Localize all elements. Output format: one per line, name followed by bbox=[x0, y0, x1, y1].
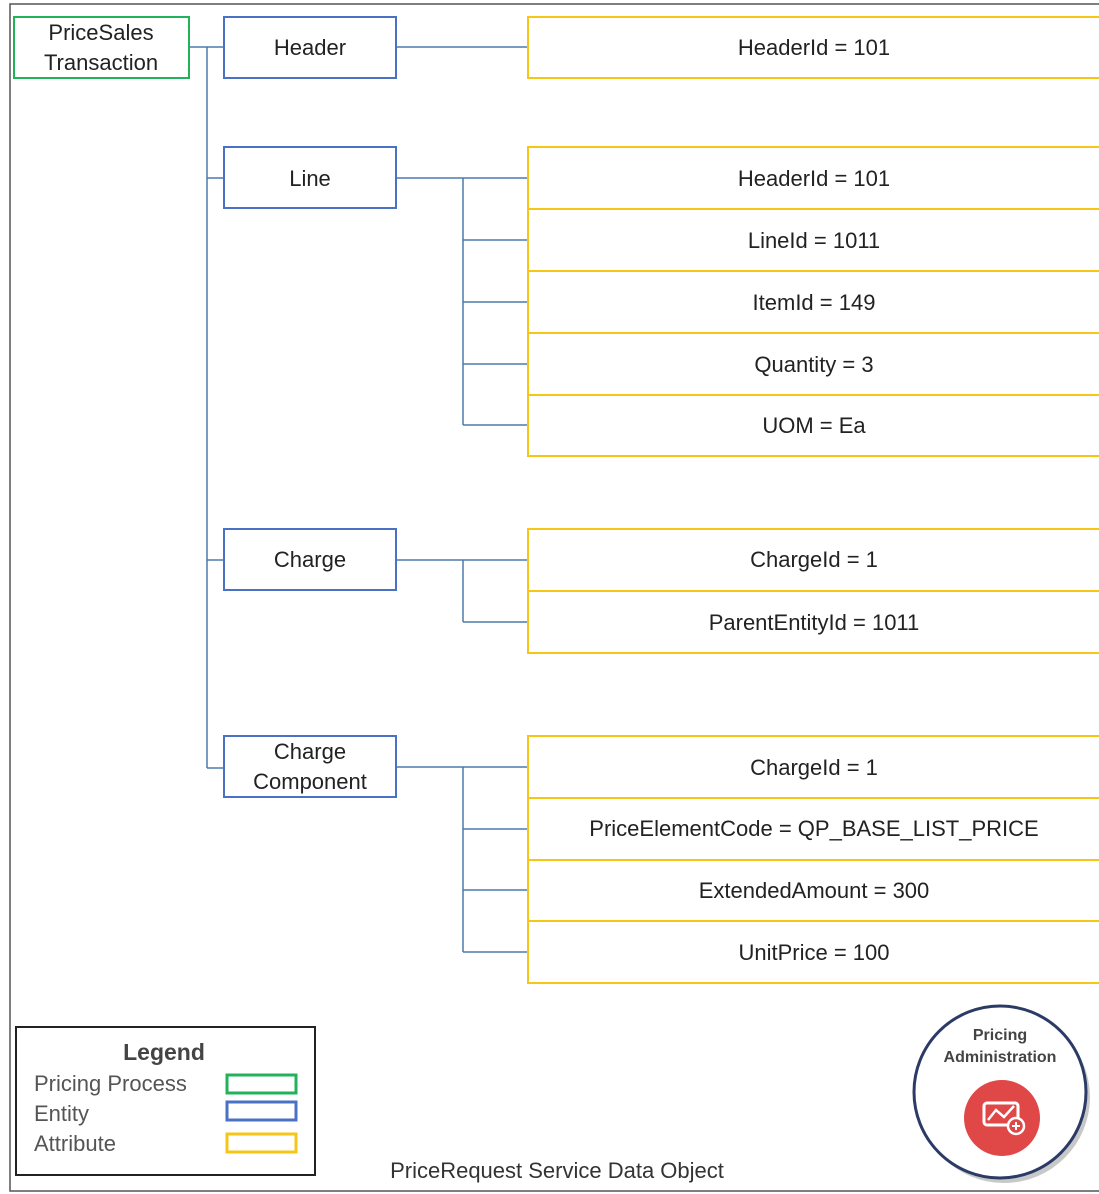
entity-box-charge: Charge bbox=[223, 528, 397, 591]
attribute-group-charge: ChargeId = 1 ParentEntityId = 1011 bbox=[527, 528, 1099, 654]
attribute-label: HeaderId = 101 bbox=[738, 35, 890, 60]
attribute-box bbox=[527, 208, 1099, 272]
legend-title: Legend bbox=[123, 1039, 205, 1065]
attribute-label: ExtendedAmount = 300 bbox=[699, 878, 930, 903]
attribute-label: PriceElementCode = QP_BASE_LIST_PRICE bbox=[589, 816, 1038, 841]
attribute-label: ParentEntityId = 1011 bbox=[709, 610, 920, 635]
entity-label-charge-component-line-2: Component bbox=[253, 769, 367, 794]
attribute-box bbox=[527, 797, 1099, 861]
attribute-label: ChargeId = 1 bbox=[750, 547, 878, 572]
entity-box-header: Header bbox=[223, 16, 397, 79]
legend-label-attribute: Attribute bbox=[34, 1131, 116, 1156]
attribute-box bbox=[527, 270, 1099, 334]
pricing-process-label-line-2: Transaction bbox=[44, 50, 158, 75]
attribute-box bbox=[527, 859, 1099, 922]
diagram-caption: PriceRequest Service Data Object bbox=[390, 1158, 724, 1183]
attribute-box bbox=[527, 590, 1099, 654]
attribute-box bbox=[527, 528, 1099, 592]
entity-label-line: Line bbox=[289, 166, 331, 191]
legend-label-pricing-process: Pricing Process bbox=[34, 1071, 187, 1096]
legend: Legend Pricing Process Entity Attribute bbox=[15, 1026, 316, 1176]
entity-label-header: Header bbox=[274, 35, 346, 60]
attribute-group-header: HeaderId = 101 bbox=[527, 16, 1099, 79]
entity-label-charge: Charge bbox=[274, 547, 346, 572]
attribute-box bbox=[527, 394, 1099, 457]
entity-label-charge-component-line-1: Charge bbox=[274, 739, 346, 764]
attribute-box bbox=[527, 735, 1099, 799]
attribute-box bbox=[527, 920, 1099, 984]
attribute-group-line: HeaderId = 101 LineId = 1011 ItemId = 14… bbox=[527, 146, 1099, 457]
attribute-label: UnitPrice = 100 bbox=[738, 940, 889, 965]
badge-label-line-2: Administration bbox=[944, 1049, 1057, 1066]
attribute-label: ChargeId = 1 bbox=[750, 755, 878, 780]
attribute-box bbox=[527, 16, 1099, 79]
legend-swatch-pricing-process bbox=[225, 1073, 298, 1095]
diagram-frame bbox=[9, 3, 1099, 1192]
connectors bbox=[189, 46, 528, 953]
pricing-administration-badge: Pricing Administration bbox=[912, 1004, 1090, 1183]
legend-swatch-entity bbox=[225, 1100, 298, 1122]
badge-label-line-1: Pricing bbox=[973, 1027, 1027, 1044]
legend-label-entity: Entity bbox=[34, 1101, 89, 1126]
attribute-label: HeaderId = 101 bbox=[738, 166, 890, 191]
entity-box-line: Line bbox=[223, 146, 397, 209]
attribute-box bbox=[527, 332, 1099, 396]
attribute-label: Quantity = 3 bbox=[754, 352, 873, 377]
pricing-process-label-line-1: PriceSales bbox=[48, 20, 153, 45]
entity-box-charge-component: Charge Component bbox=[223, 735, 397, 798]
legend-swatch-attribute bbox=[225, 1132, 298, 1154]
attribute-group-charge-component: ChargeId = 1 PriceElementCode = QP_BASE_… bbox=[527, 735, 1099, 984]
pricing-process-box: PriceSales Transaction bbox=[13, 16, 190, 79]
attribute-label: ItemId = 149 bbox=[753, 290, 876, 315]
attribute-label: LineId = 1011 bbox=[748, 228, 880, 253]
attribute-label: UOM = Ea bbox=[762, 413, 866, 438]
pricing-chart-icon bbox=[964, 1080, 1040, 1156]
